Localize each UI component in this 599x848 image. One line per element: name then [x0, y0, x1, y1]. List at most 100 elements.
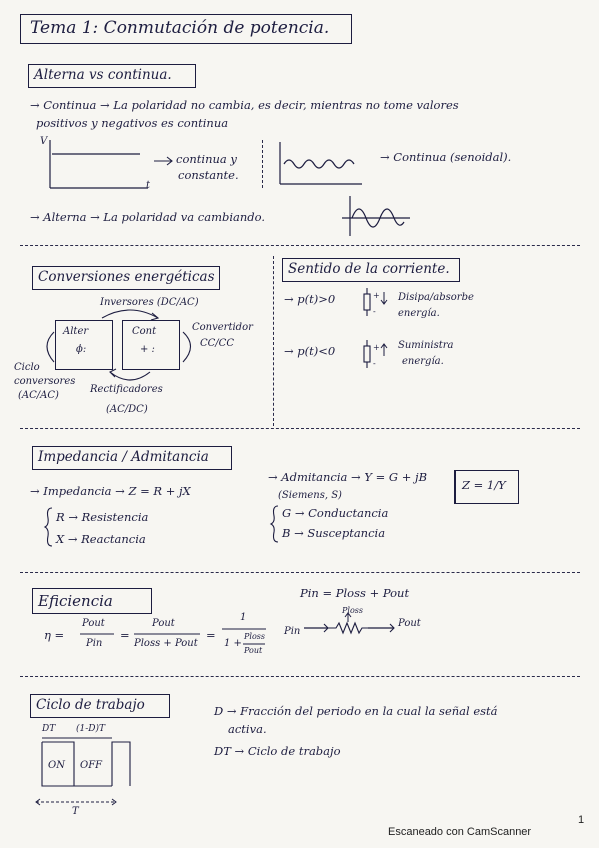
alterna-definition: → Alterna → La polaridad va cambiando. — [30, 210, 266, 224]
section-heading-alterna-continua: Alterna vs continua. — [34, 67, 172, 83]
dt-definition: DT → Ciclo de trabajo — [214, 744, 341, 758]
duty-definition-line1: D → Fracción del periodo en la cual la s… — [214, 704, 498, 718]
divider-vertical — [273, 256, 274, 426]
section-divider — [20, 428, 580, 429]
element-symbol-icon: + - — [363, 288, 388, 316]
label-period-t: T — [72, 806, 79, 817]
scanner-watermark: Escaneado con CamScanner — [388, 826, 532, 838]
svg-text:+: + — [373, 343, 380, 352]
brace-icon — [269, 505, 279, 543]
section-divider — [20, 572, 580, 573]
label-dt-top: DT — [42, 724, 56, 734]
divider-vertical — [262, 140, 263, 188]
duty-definition-line2: activa. — [228, 722, 267, 736]
label-on: ON — [48, 760, 65, 771]
section-heading-box — [282, 258, 460, 282]
brace-icon — [43, 507, 53, 547]
power-negative: → p(t)<0 — [284, 344, 336, 358]
label-conversores: conversores — [14, 376, 76, 387]
ripple-signal-graph — [279, 142, 362, 185]
element-symbol-icon: + - — [363, 340, 388, 368]
label-convertidor: Convertidor — [192, 322, 253, 333]
power-balance: Pin = Ploss + Pout — [300, 586, 410, 600]
impedance-formula: → Impedancia → Z = R + jX — [30, 484, 191, 498]
section-heading-impedancia: Impedancia / Admitancia — [38, 449, 209, 465]
title-box — [20, 14, 352, 44]
frac3-den-prefix: 1 + — [224, 638, 242, 649]
alternating-signal-graph — [342, 196, 410, 236]
eta-symbol: η = — [44, 628, 65, 642]
converter-box-continua — [122, 320, 180, 370]
zy-relation: Z = 1/Y — [462, 478, 506, 492]
label-suministra: Suministra — [398, 340, 454, 351]
equals-sign: = — [120, 628, 130, 642]
axis-label-t: t — [146, 180, 151, 191]
section-heading-ciclo: Ciclo de trabajo — [36, 697, 145, 713]
label-senoidal: → Continua (senoidal). — [380, 150, 512, 164]
frac3-inner-den: Pout — [244, 646, 263, 655]
fraction-bar — [222, 628, 266, 630]
svg-text:-: - — [373, 359, 376, 368]
equals-sign: = — [206, 628, 216, 642]
svg-text:+: + — [373, 291, 380, 300]
fraction-bar — [134, 633, 200, 635]
diagram-pout: Pout — [398, 618, 421, 629]
label-1-d-t: (1-D)T — [76, 724, 106, 734]
axis-label-v: V — [40, 136, 48, 147]
label-ac-ac: (AC/AC) — [18, 390, 59, 401]
box-label-alter: Alter — [63, 326, 89, 337]
frac2-den: Ploss + Pout — [134, 638, 198, 649]
frac1-num: Pout — [82, 618, 105, 629]
resistance-def: R → Resistencia — [56, 510, 149, 524]
conversion-arrows — [46, 309, 192, 381]
power-flow-diagram — [304, 612, 395, 635]
power-positive: → p(t)>0 — [284, 292, 336, 306]
section-divider — [20, 676, 580, 677]
fraction-bar — [80, 633, 114, 635]
continua-definition-line2: positivos y negativos es continua — [36, 116, 229, 130]
admittance-formula: → Admitancia → Y = G + jB — [268, 470, 428, 484]
page-title: Tema 1: Conmutación de potencia. — [30, 18, 330, 38]
label-energia-1: energía. — [398, 308, 440, 319]
label-rectificadores: Rectificadores — [90, 384, 163, 395]
label-inversores: Inversores (DC/AC) — [100, 297, 199, 308]
section-heading-box — [30, 694, 170, 718]
label-cc-cc: CC/CC — [200, 338, 234, 349]
label-continua-y: continua y — [176, 152, 237, 166]
label-off: OFF — [80, 760, 103, 771]
continua-definition-line1: → Continua → La polaridad no cambia, es … — [30, 98, 459, 112]
section-heading-box — [32, 446, 232, 470]
frac1-den: Pin — [86, 638, 103, 649]
box-label-phi: ϕ: — [76, 344, 87, 355]
fraction-bar — [243, 643, 265, 645]
box-label-plus: + : — [140, 344, 155, 355]
label-disipa: Disipa/absorbe — [398, 292, 474, 303]
label-constante: constante. — [178, 168, 239, 182]
section-heading-box — [32, 588, 152, 614]
section-heading-conversiones: Conversiones energéticas — [38, 269, 215, 285]
label-ciclo: Ciclo — [14, 362, 40, 373]
section-heading-eficiencia: Eficiencia — [38, 592, 113, 610]
label-energia-2: energía. — [402, 356, 444, 367]
svg-text:-: - — [373, 307, 376, 316]
converter-box-alterna — [55, 320, 113, 370]
frac3-inner-num: Ploss — [244, 632, 265, 641]
zy-relation-box — [454, 470, 519, 504]
constant-signal-graph — [49, 140, 148, 189]
reactance-def: X → Reactancia — [56, 532, 146, 546]
section-heading-box — [28, 64, 196, 88]
page-number: 1 — [578, 814, 585, 826]
section-divider — [20, 245, 580, 246]
section-heading-box — [32, 266, 220, 290]
section-heading-sentido: Sentido de la corriente. — [288, 261, 450, 277]
frac2-num: Pout — [152, 618, 175, 629]
box-label-cont: Cont — [132, 326, 157, 337]
diagram-ploss: Ploss — [342, 606, 363, 615]
arrow-icon — [154, 156, 173, 166]
duty-cycle-waveform — [35, 737, 131, 806]
label-ac-dc: (AC/DC) — [106, 404, 148, 415]
frac3-num: 1 — [240, 612, 247, 623]
conductance-def: G → Conductancia — [282, 506, 389, 520]
susceptance-def: B → Susceptancia — [282, 526, 386, 540]
